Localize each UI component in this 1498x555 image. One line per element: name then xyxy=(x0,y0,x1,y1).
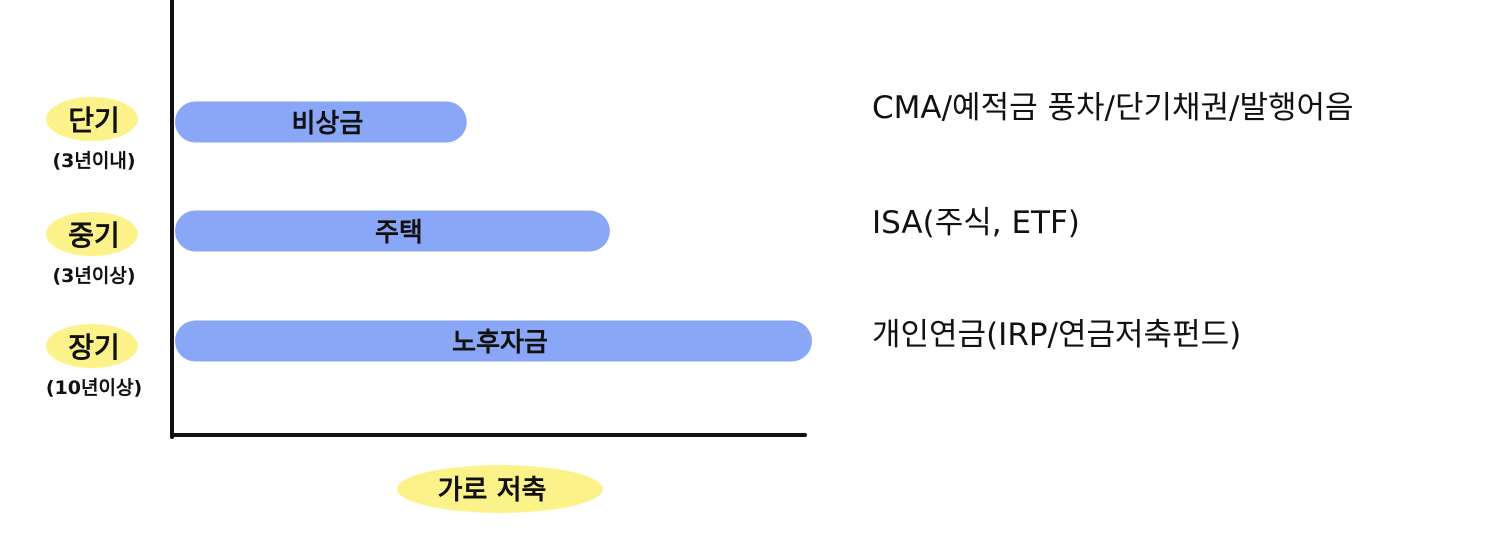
x-axis-title: 가로 저축 xyxy=(397,465,603,513)
category-label: 장기 xyxy=(68,331,120,364)
category-highlight xyxy=(46,212,138,256)
x-axis-label: 가로 저축 xyxy=(438,475,547,506)
category-sublabel: (3년이상) xyxy=(52,265,135,287)
x-axis-title-highlight xyxy=(397,465,603,513)
category-highlight xyxy=(46,324,138,368)
note-text: CMA/예적금 풍차/단기채권/발행어음 xyxy=(872,90,1354,126)
category-label: 단기 xyxy=(68,104,120,137)
bars xyxy=(175,101,812,362)
bar-label: 노후자금 xyxy=(452,328,548,358)
category-label: 중기 xyxy=(68,219,120,252)
bar-label: 주택 xyxy=(375,218,423,248)
note-text: 개인연금(IRP/연금저축펀드) xyxy=(872,317,1241,353)
bar xyxy=(175,320,812,362)
category-sublabel: (10년이상) xyxy=(46,377,142,399)
category-sublabel: (3년이내) xyxy=(52,150,135,172)
note-text: ISA(주식, ETF) xyxy=(872,205,1080,241)
bar xyxy=(175,101,467,143)
axes xyxy=(170,0,807,439)
category-highlight xyxy=(46,97,138,141)
bar xyxy=(175,210,610,252)
notes: CMA/예적금 풍차/단기채권/발행어음 ISA(주식, ETF) 개인연금(IRP… xyxy=(872,90,1354,353)
bar-label: 비상금 xyxy=(291,109,363,139)
label-highlights xyxy=(46,97,138,368)
